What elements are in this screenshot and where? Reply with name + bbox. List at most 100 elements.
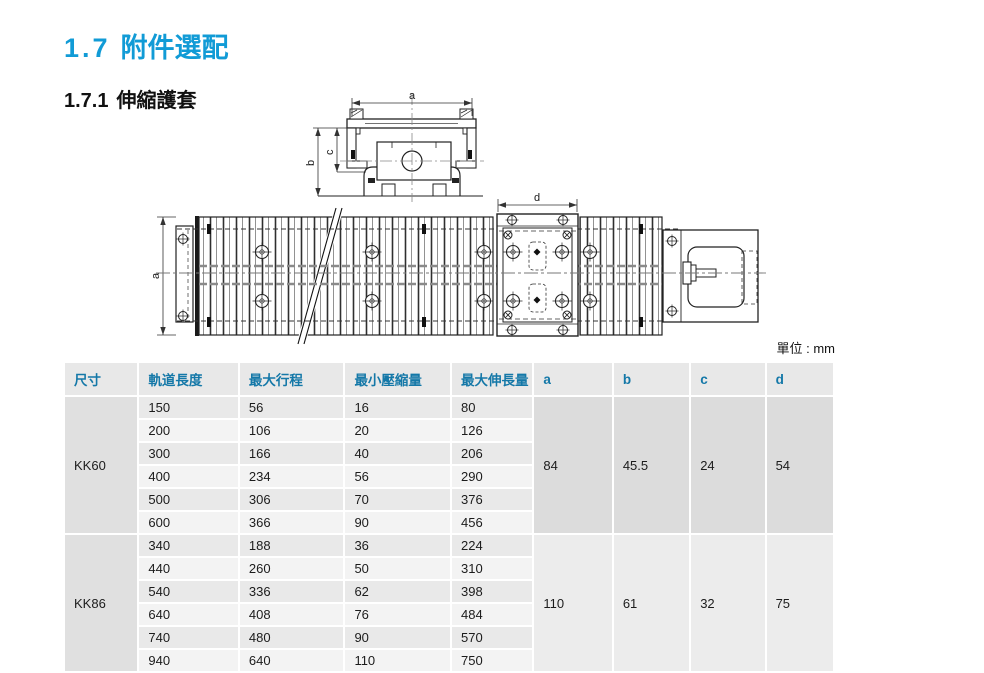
value-cell: 740 xyxy=(139,627,238,648)
value-cell: 290 xyxy=(451,466,533,487)
value-cell: 166 xyxy=(239,443,344,464)
value-cell: 188 xyxy=(239,535,344,556)
dim-cell-a: 84 xyxy=(534,397,612,533)
column-header: 最大伸長量 xyxy=(451,363,533,395)
value-cell: 126 xyxy=(451,420,533,441)
column-header: 軌道長度 xyxy=(139,363,238,395)
value-cell: 300 xyxy=(139,443,238,464)
value-cell: 50 xyxy=(345,558,450,579)
subsection-title: 1.7.1 伸縮護套 xyxy=(64,84,196,113)
value-cell: 40 xyxy=(345,443,450,464)
value-cell: 640 xyxy=(239,650,344,671)
subsection-number: 1.7.1 xyxy=(64,90,109,112)
value-cell: 340 xyxy=(139,535,238,556)
dim-cell-a: 110 xyxy=(534,535,612,671)
value-cell: 234 xyxy=(239,466,344,487)
value-cell: 400 xyxy=(139,466,238,487)
value-cell: 110 xyxy=(345,650,450,671)
column-header: c xyxy=(691,363,765,395)
dim-cell-c: 32 xyxy=(691,535,765,671)
value-cell: 106 xyxy=(239,420,344,441)
drive-end-block xyxy=(662,229,759,323)
end-view: a b c xyxy=(305,90,484,202)
dim-cell-d: 75 xyxy=(766,535,833,671)
dim-c xyxy=(334,128,366,173)
dim-a-plan xyxy=(157,216,176,336)
value-cell: 640 xyxy=(139,604,238,625)
column-header: 尺寸 xyxy=(65,363,138,395)
value-cell: 366 xyxy=(239,512,344,533)
value-cell: 306 xyxy=(239,489,344,510)
value-cell: 570 xyxy=(451,627,533,648)
section-title-text: 附件選配 xyxy=(120,33,229,63)
dim-b xyxy=(313,127,348,196)
dim-label-d: d xyxy=(534,192,540,204)
value-cell: 56 xyxy=(239,397,344,418)
dim-label-b: b xyxy=(305,160,317,166)
value-cell: 310 xyxy=(451,558,533,579)
value-cell: 70 xyxy=(345,489,450,510)
value-cell: 80 xyxy=(451,397,533,418)
value-cell: 62 xyxy=(345,581,450,602)
dim-label-c: c xyxy=(324,149,336,155)
value-cell: 500 xyxy=(139,489,238,510)
value-cell: 940 xyxy=(139,650,238,671)
value-cell: 206 xyxy=(451,443,533,464)
technical-drawing: a b c xyxy=(150,90,766,345)
value-cell: 260 xyxy=(239,558,344,579)
dim-a-end-view xyxy=(351,98,473,116)
value-cell: 336 xyxy=(239,581,344,602)
size-cell: KK86 xyxy=(65,535,138,671)
dim-label-a-plan: a xyxy=(150,272,162,279)
value-cell: 200 xyxy=(139,420,238,441)
size-cell: KK60 xyxy=(65,397,138,533)
subsection-title-text: 伸縮護套 xyxy=(116,90,197,112)
dim-d xyxy=(497,199,578,212)
column-header: 最小壓縮量 xyxy=(345,363,450,395)
value-cell: 16 xyxy=(345,397,450,418)
column-header: b xyxy=(613,363,690,395)
column-header: 最大行程 xyxy=(239,363,344,395)
value-cell: 600 xyxy=(139,512,238,533)
dim-label-a-end: a xyxy=(409,90,416,102)
value-cell: 20 xyxy=(345,420,450,441)
dim-cell-c: 24 xyxy=(691,397,765,533)
value-cell: 484 xyxy=(451,604,533,625)
value-cell: 408 xyxy=(239,604,344,625)
value-cell: 398 xyxy=(451,581,533,602)
section-title: 1.7 附件選配 xyxy=(64,26,229,65)
value-cell: 56 xyxy=(345,466,450,487)
plan-view: a xyxy=(150,192,766,345)
value-cell: 750 xyxy=(451,650,533,671)
dim-cell-b: 61 xyxy=(613,535,690,671)
value-cell: 90 xyxy=(345,512,450,533)
value-cell: 150 xyxy=(139,397,238,418)
value-cell: 376 xyxy=(451,489,533,510)
value-cell: 76 xyxy=(345,604,450,625)
column-header: a xyxy=(534,363,612,395)
value-cell: 440 xyxy=(139,558,238,579)
value-cell: 480 xyxy=(239,627,344,648)
dim-cell-d: 54 xyxy=(766,397,833,533)
value-cell: 456 xyxy=(451,512,533,533)
section-number: 1.7 xyxy=(64,33,111,63)
value-cell: 540 xyxy=(139,581,238,602)
dim-cell-b: 45.5 xyxy=(613,397,690,533)
unit-note: 單位 : mm xyxy=(776,341,836,356)
value-cell: 224 xyxy=(451,535,533,556)
carriage-block xyxy=(496,213,579,337)
value-cell: 90 xyxy=(345,627,450,648)
